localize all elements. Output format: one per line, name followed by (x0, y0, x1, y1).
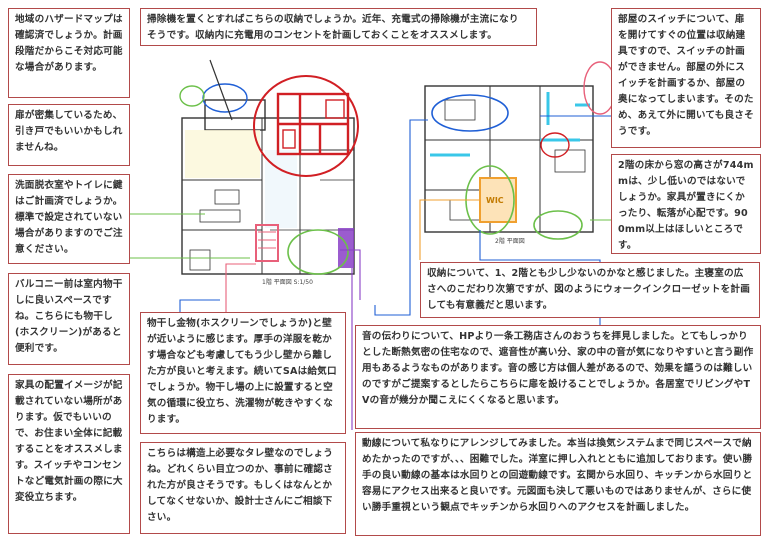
note-storage-text: 収納について、1、2階とも少し少ないのかなと感じました。主寝室の広さへのこだわり… (427, 268, 751, 311)
note-pillar-text: こちらは構造上必要なタレ壁なのでしょうね。どれくらい目立つのか、事前に確認された… (147, 448, 334, 523)
note-circulation-text: 動線について私なりにアレンジしてみました。本当は換気システムまで同じスペースで納… (362, 438, 753, 513)
wet-area-highlight (276, 92, 350, 156)
note-hazard-map-text: 地域のハザードマップは確認済でしょうか。計画段階だからこそ対応可能な場合がありま… (15, 14, 123, 73)
wic-label: WIC (486, 196, 504, 205)
note-sliding-door: 扉が密集しているため、引き戸でもいいかもしれませんね。 (8, 104, 130, 166)
floor2-caption: 2階 平面図 (495, 238, 525, 245)
note-vacuum-text: 掃除機を置くとすればこちらの収納でしょうか。近年、充電式の掃除機が主流になりそう… (147, 14, 519, 41)
note-pillar: こちらは構造上必要なタレ壁なのでしょうね。どれくらい目立つのか、事前に確認された… (140, 442, 346, 534)
note-lock: 洗面脱衣室やトイレに鍵はご計画済でしょうか。標準で設定されていない場合があります… (8, 174, 130, 264)
note-sound: 音の伝わりについて、HPより一条工務店さんのおうちを拝見しました。とてもしっかり… (355, 325, 761, 429)
note-balcony: バルコニー前は室内物干しに良いスペースですね。こちらにも物干し(ホスクリーン)が… (8, 273, 130, 365)
floor1-caption: 1階 平面図 S:1/50 (262, 279, 313, 286)
note-balcony-text: バルコニー前は室内物干しに良いスペースですね。こちらにも物干し(ホスクリーン)が… (15, 279, 123, 354)
note-furniture: 家具の配置イメージが記載されていない場所があります。仮でもいいので、お住まい全体… (8, 374, 130, 534)
note-furniture-text: 家具の配置イメージが記載されていない場所があります。仮でもいいので、お住まい全体… (15, 380, 123, 503)
note-lock-text: 洗面脱衣室やトイレに鍵はご計画済でしょうか。標準で設定されていない場合があります… (15, 180, 123, 255)
note-window-height: 2階の床から窓の高さが744mmは、少し低いのではないでしょうか。家具が置きにく… (611, 154, 761, 254)
wic-area (479, 177, 517, 223)
note-switch: 部屋のスイッチについて、扉を開けてすぐの位置は収納建具ですので、スイッチの計画が… (611, 8, 761, 148)
note-switch-text: 部屋のスイッチについて、扉を開けてすぐの位置は収納建具ですので、スイッチの計画が… (618, 14, 754, 137)
note-storage: 収納について、1、2階とも少し少ないのかなと感じました。主寝室の広さへのこだわり… (420, 262, 760, 318)
note-hazard-map: 地域のハザードマップは確認済でしょうか。計画段階だからこそ対応可能な場合がありま… (8, 8, 130, 98)
note-drying-text: 物干し金物(ホスクリーンでしょうか)と壁が近いように感じます。厚手の洋服を乾かす… (147, 318, 337, 425)
floor-plan-2f (424, 85, 594, 233)
note-sound-text: 音の伝わりについて、HPより一条工務店さんのおうちを拝見しました。とてもしっかり… (362, 331, 754, 406)
note-circulation: 動線について私なりにアレンジしてみました。本当は換気システムまで同じスペースで納… (355, 432, 761, 536)
pink-highlight (255, 224, 279, 262)
note-sliding-door-text: 扉が密集しているため、引き戸でもいいかもしれませんね。 (15, 110, 123, 153)
note-window-height-text: 2階の床から窓の高さが744mmは、少し低いのではないでしょうか。家具が置きにく… (618, 160, 754, 251)
purple-highlight (338, 228, 354, 268)
note-vacuum: 掃除機を置くとすればこちらの収納でしょうか。近年、充電式の掃除機が主流になりそう… (140, 8, 537, 46)
red-circle (253, 75, 359, 177)
note-drying: 物干し金物(ホスクリーンでしょうか)と壁が近いように感じます。厚手の洋服を乾かす… (140, 312, 346, 434)
